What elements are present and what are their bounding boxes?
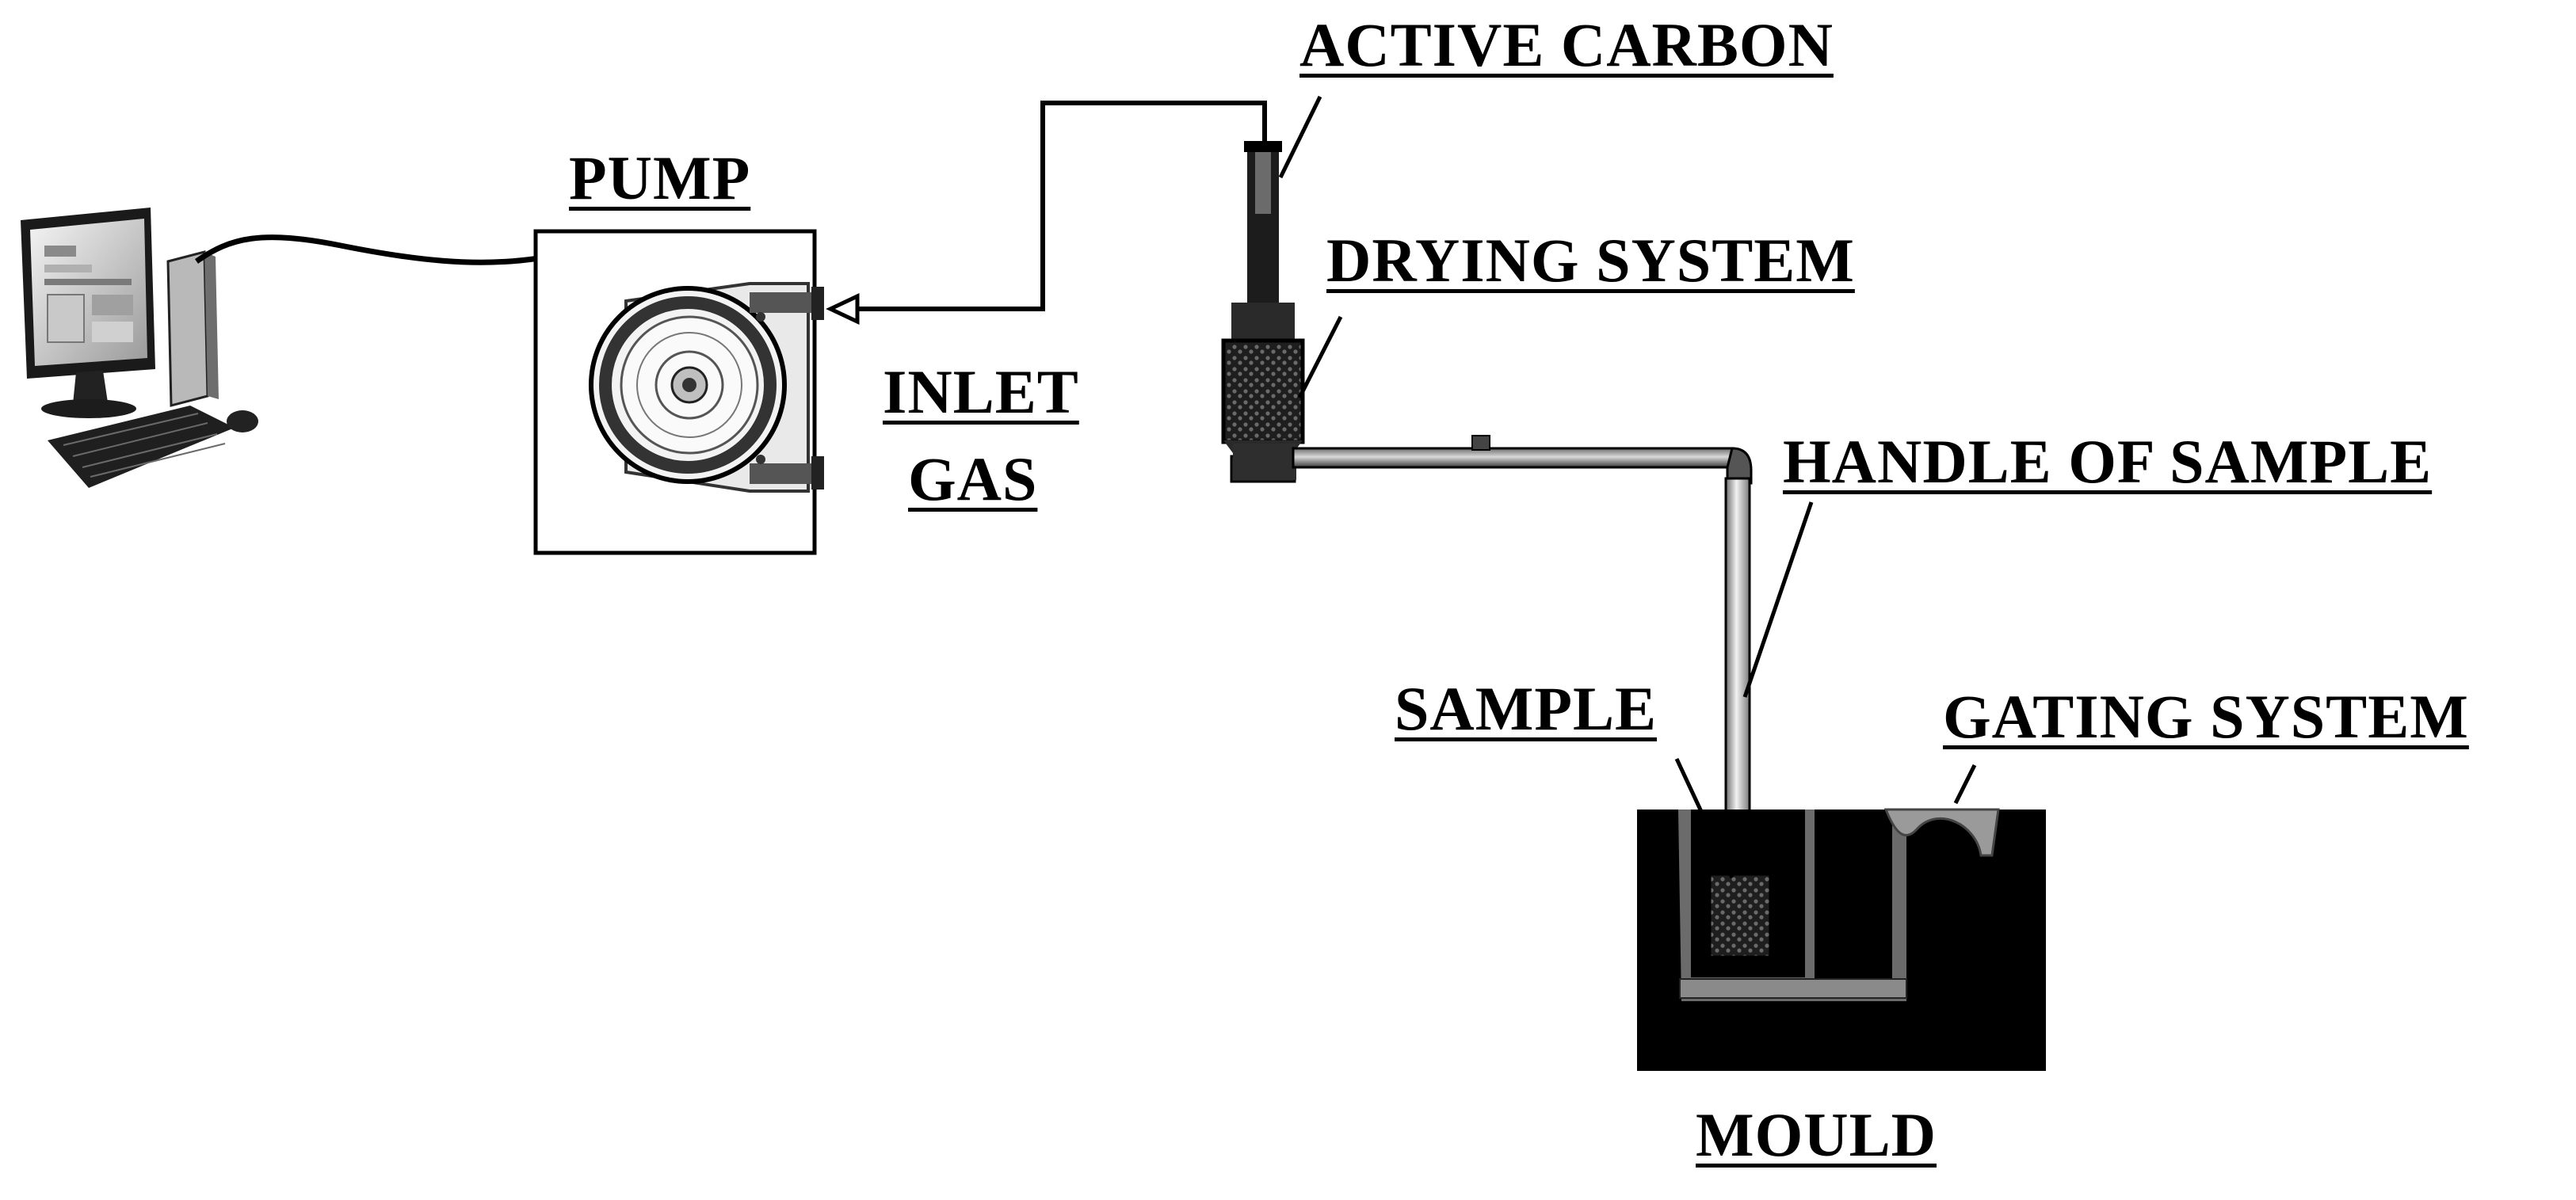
inlet-gas-label-line2: GAS <box>908 444 1038 513</box>
leader-active-carbon <box>1278 95 1322 179</box>
gating-system-label: GATING SYSTEM <box>1943 682 2469 751</box>
pump-label: PUMP <box>569 143 751 212</box>
leader-lines <box>1278 95 1977 879</box>
sample-block <box>1708 873 1772 958</box>
data-cable <box>194 234 540 265</box>
mould-label: MOULD <box>1696 1100 1937 1169</box>
leader-sample <box>1674 757 1735 879</box>
leader-handle-of-sample <box>1742 501 1814 698</box>
gas-line <box>851 101 1267 311</box>
drying-cartridge-icon <box>1221 303 1305 483</box>
peristaltic-pump-icon <box>533 229 824 555</box>
handle-of-sample-label: HANDLE OF SAMPLE <box>1783 427 2433 496</box>
leader-gating-system <box>1953 764 1977 805</box>
carbon-filter-icon <box>1244 141 1282 307</box>
drying-system-label: DRYING SYSTEM <box>1326 226 1855 295</box>
leader-drying-system <box>1297 315 1343 399</box>
computer-icon <box>21 208 258 488</box>
inlet-arrow-icon <box>826 293 860 325</box>
inlet-gas-label-line1: INLET <box>883 357 1079 426</box>
sample-label: SAMPLE <box>1395 674 1658 743</box>
active-carbon-label: ACTIVE CARBON <box>1299 10 1834 79</box>
mould-block-icon <box>1637 808 2046 1071</box>
